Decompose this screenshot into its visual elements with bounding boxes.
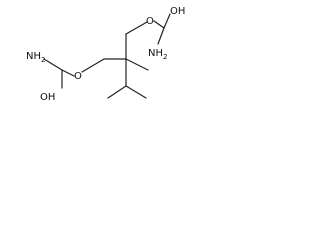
atom-o-ester-top: O xyxy=(146,16,154,27)
atom-labels: O OH NH2 NH2 O OH xyxy=(26,6,185,103)
atom-o-ester-left: O xyxy=(74,71,82,82)
bond-cq-methyl xyxy=(125,58,149,71)
chemical-structure-diagram: O OH NH2 NH2 O OH xyxy=(26,6,185,103)
atom-nh2-top-main: NH xyxy=(148,48,163,59)
atom-nh2-left: NH2 xyxy=(26,51,45,64)
bond-set xyxy=(43,13,171,99)
bond-ctop-oh xyxy=(163,13,171,29)
bond-ch-me2 xyxy=(125,85,147,99)
atom-nh2-top: NH2 xyxy=(148,48,167,61)
bond-ch2top-o xyxy=(125,21,148,35)
bond-o-cleft xyxy=(61,69,75,77)
atom-oh-left: OH xyxy=(40,92,55,103)
atom-nh2-left-subscript: 2 xyxy=(41,56,45,64)
bond-cleft-nh2 xyxy=(43,58,63,71)
atom-oh-top: OH xyxy=(170,6,185,17)
bond-ch2left-o xyxy=(81,58,105,73)
bond-o-ctop xyxy=(153,20,165,29)
bond-ch-me1 xyxy=(107,85,127,99)
atom-nh2-top-subscript: 2 xyxy=(163,53,167,61)
atom-nh2-left-main: NH xyxy=(26,51,41,62)
bond-ctop-nh2 xyxy=(157,27,165,45)
